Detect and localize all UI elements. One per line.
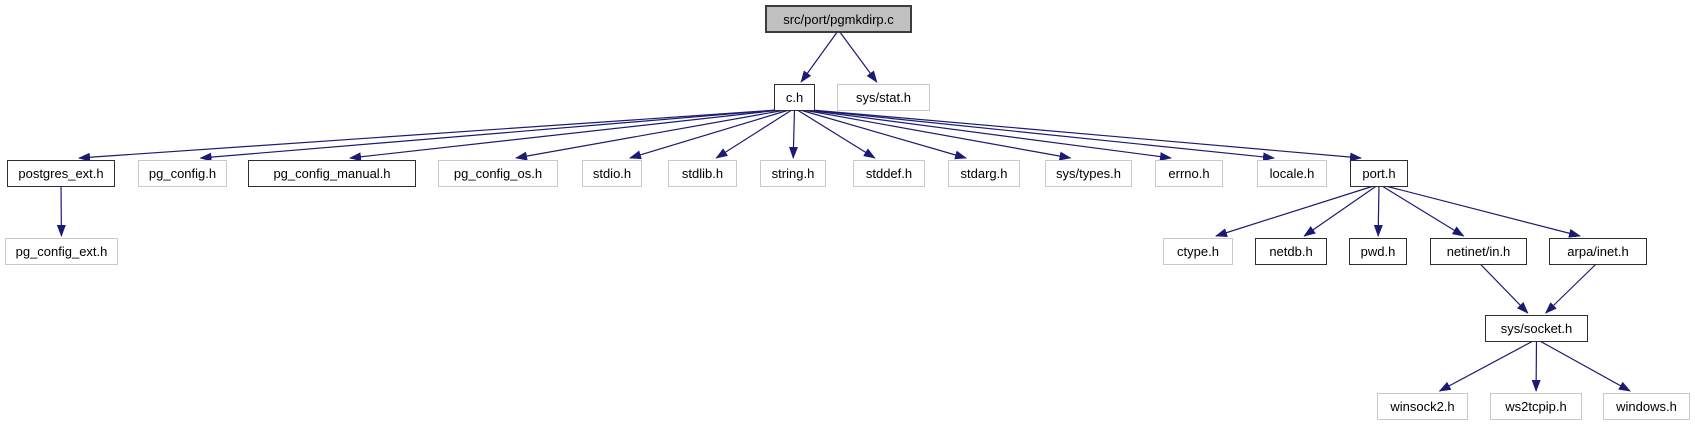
edge-c-h-to-locale-h [809, 109, 1275, 162]
node-windows-h: windows.h [1603, 393, 1690, 420]
node-pgmkdirp: src/port/pgmkdirp.c [765, 5, 912, 33]
edge-c-h-to-pg-config-os-h [515, 109, 786, 161]
node-string-h: string.h [760, 160, 826, 187]
node-stdio-h: stdio.h [582, 160, 642, 187]
node-netinet-in-h[interactable]: netinet/in.h [1430, 238, 1527, 265]
node-winsock2-h: winsock2.h [1377, 393, 1468, 420]
edge-c-h-to-stddef-h [797, 109, 876, 159]
edge-c-h-to-stdlib-h [715, 109, 793, 159]
edge-c-h-to-stdarg-h [800, 109, 967, 160]
edge-c-h-to-string-h [789, 109, 799, 159]
edge-c-h-to-errno-h [806, 109, 1172, 162]
node-pwd-h[interactable]: pwd.h [1349, 238, 1407, 265]
edge-port-h-to-netinet-in-h [1381, 185, 1465, 237]
edge-netinet-in-h-to-sys-socket-h [1479, 263, 1529, 314]
node-port-h[interactable]: port.h [1350, 160, 1408, 187]
node-pg-config-h: pg_config.h [138, 160, 227, 187]
edge-c-h-to-pg-config-manual-h [349, 109, 781, 162]
node-stdlib-h: stdlib.h [668, 160, 737, 187]
node-sys-types-h: sys/types.h [1045, 160, 1132, 187]
edge-c-h-to-stdio-h [629, 109, 790, 160]
node-stddef-h: stddef.h [853, 160, 925, 187]
edge-pgmkdirp-to-c-h [800, 31, 838, 83]
edge-arpa-inet-h-to-sys-socket-h [1545, 263, 1597, 314]
node-stdarg-h: stdarg.h [948, 160, 1020, 187]
node-pg-config-os-h: pg_config_os.h [438, 160, 558, 187]
node-errno-h: errno.h [1155, 160, 1223, 187]
edge-port-h-to-ctype-h [1215, 185, 1374, 237]
edge-port-h-to-netdb-h [1303, 185, 1377, 237]
node-c-h[interactable]: c.h [774, 84, 815, 111]
node-sys-stat-h: sys/stat.h [837, 84, 930, 111]
node-netdb-h[interactable]: netdb.h [1255, 238, 1327, 265]
edge-port-h-to-pwd-h [1373, 185, 1383, 237]
node-postgres-ext-h[interactable]: postgres_ext.h [7, 160, 115, 187]
node-sys-socket-h[interactable]: sys/socket.h [1485, 315, 1588, 342]
edge-c-h-to-pg-config-h [199, 109, 778, 162]
node-arpa-inet-h[interactable]: arpa/inet.h [1549, 238, 1647, 265]
edge-port-h-to-arpa-inet-h [1385, 185, 1581, 238]
node-ws2tcpip-h: ws2tcpip.h [1490, 393, 1582, 420]
edge-c-h-to-postgres-ext-h [78, 109, 778, 162]
edge-pgmkdirp-to-sys-stat-h [839, 31, 878, 83]
node-locale-h: locale.h [1257, 160, 1327, 187]
node-pg-config-ext-h: pg_config_ext.h [5, 238, 118, 265]
node-pg-config-manual-h[interactable]: pg_config_manual.h [248, 160, 416, 187]
edge-sys-socket-h-to-windows-h [1539, 340, 1631, 392]
edge-sys-socket-h-to-winsock2-h [1438, 340, 1534, 392]
edge-c-h-to-port-h [811, 109, 1362, 162]
edge-c-h-to-sys-types-h [803, 109, 1072, 161]
node-ctype-h: ctype.h [1163, 238, 1233, 265]
